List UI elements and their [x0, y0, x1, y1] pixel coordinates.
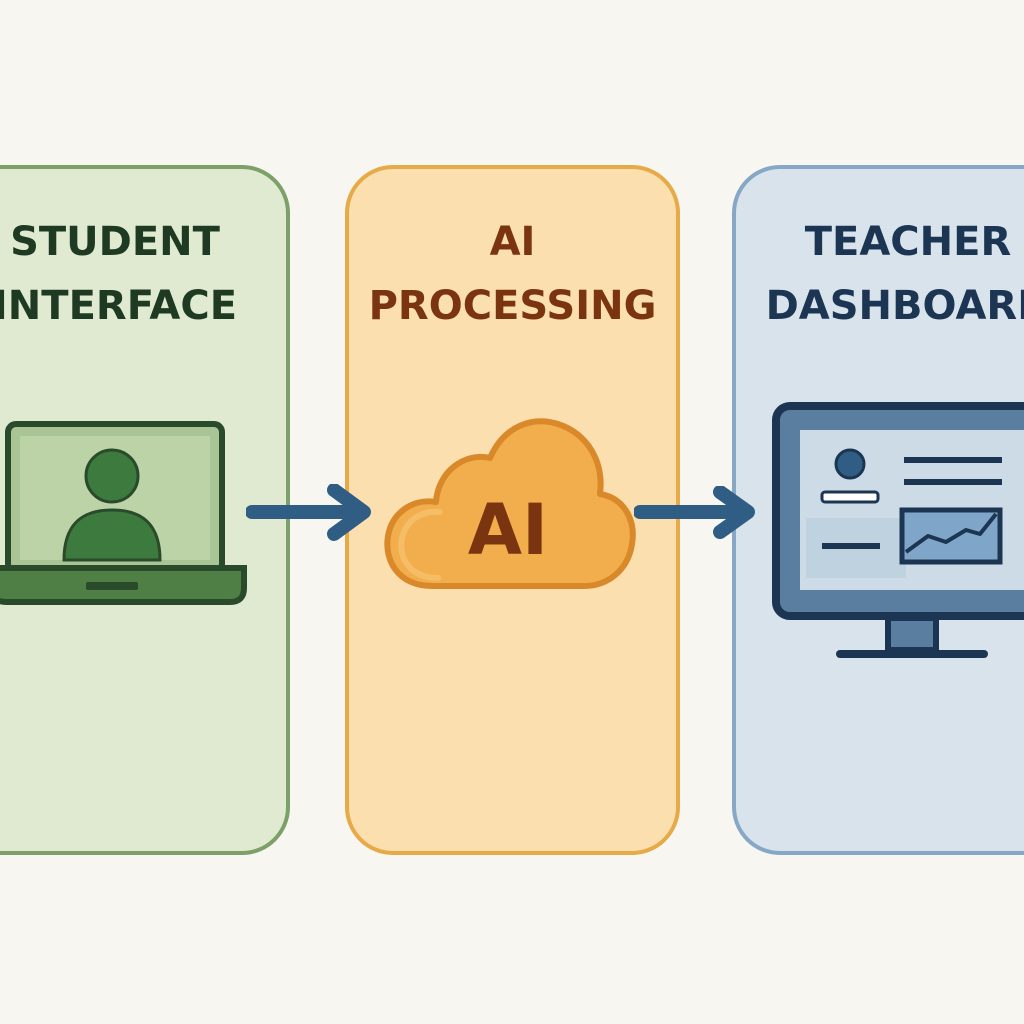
- teacher-title-line1: TEACHER: [804, 219, 1012, 265]
- ai-cloud-icon: AI: [384, 418, 636, 589]
- laptop-with-user-icon: [0, 421, 247, 605]
- arrow-right-icon: [634, 486, 755, 539]
- teacher-dashboard-title: TEACHER DASHBOARD: [732, 210, 1024, 338]
- teacher-title-line2: DASHBOARD: [765, 283, 1024, 329]
- student-title-line2: INTERFACE: [0, 283, 238, 329]
- arrow-right-icon: [246, 484, 371, 541]
- ai-title-line2: PROCESSING: [368, 283, 657, 329]
- ai-cloud-label: AI: [468, 489, 548, 571]
- ai-processing-title: AI PROCESSING: [345, 210, 680, 338]
- student-interface-title: STUDENT INTERFACE: [0, 210, 290, 338]
- monitor-dashboard-icon: [772, 402, 1024, 658]
- student-title-line1: STUDENT: [10, 219, 220, 265]
- ai-title-line1: AI: [489, 219, 536, 265]
